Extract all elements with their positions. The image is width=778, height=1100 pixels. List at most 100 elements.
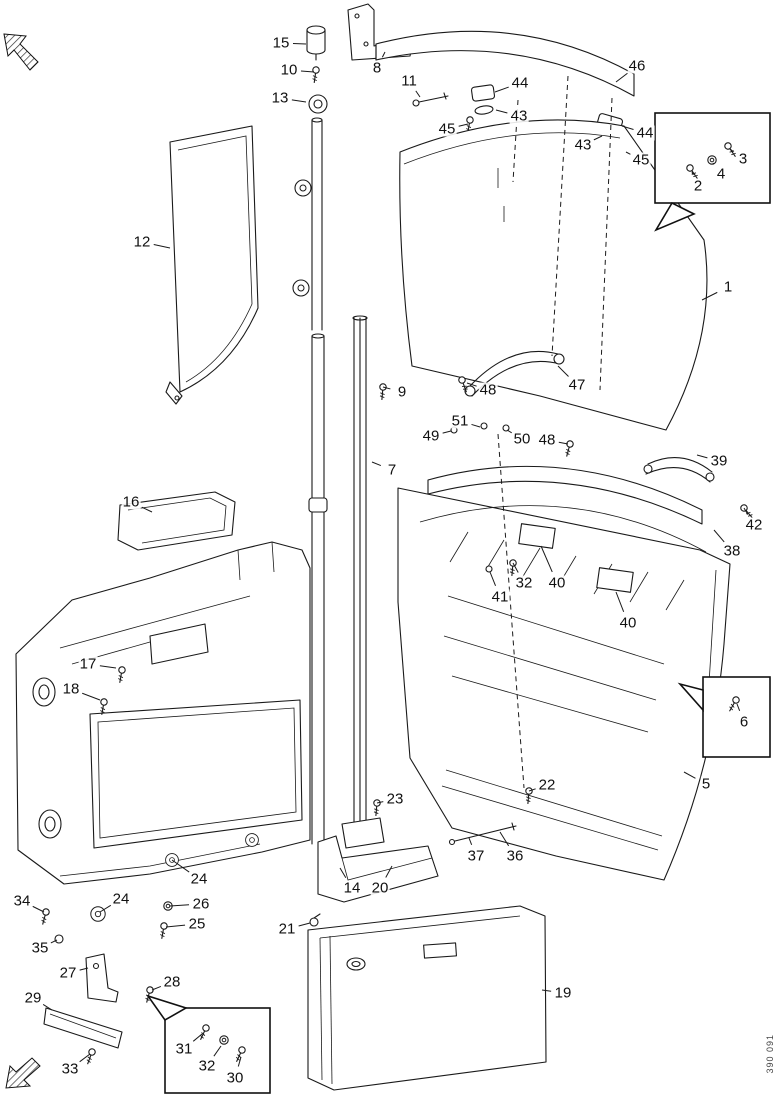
leader-line-5: [683, 771, 696, 779]
leader-line-16: [141, 506, 153, 513]
rear-channel-post: [341, 315, 385, 849]
callout-20: 20: [370, 879, 390, 897]
left-window-panel: [165, 125, 259, 405]
callout-40: 40: [618, 614, 638, 632]
leader-line-44: [494, 86, 509, 93]
callout-29: 29: [23, 989, 43, 1007]
leader-line-43: [495, 109, 508, 114]
leader-line-44: [621, 125, 634, 130]
callout-42: 42: [744, 516, 764, 534]
callout-49: 49: [421, 427, 441, 445]
leader-line-24: [171, 859, 190, 873]
callout-14: 14: [342, 879, 362, 897]
callout-22: 22: [537, 776, 557, 794]
leader-line-39: [696, 454, 708, 459]
callout-34: 34: [12, 892, 32, 910]
leader-line-31: [192, 1033, 203, 1042]
right-side-panel: [397, 487, 731, 881]
callout-18: 18: [61, 680, 81, 698]
callout-46: 46: [627, 57, 647, 75]
leader-line-36: [499, 831, 510, 847]
callout-10: 10: [279, 61, 299, 79]
leader-line-18: [82, 692, 101, 701]
leader-line-50: [506, 429, 512, 434]
leader-line-34: [32, 905, 45, 913]
callout-11: 11: [400, 72, 418, 90]
leader-line-14: [339, 867, 347, 878]
leader-line-26: [169, 904, 190, 907]
wiper-motor: [306, 25, 326, 84]
callout-27: 27: [58, 964, 78, 982]
leader-line-1: [701, 291, 718, 301]
leader-line-35: [50, 939, 58, 944]
callout-28: 28: [162, 973, 182, 991]
callout-23: 23: [385, 790, 405, 808]
leader-line-46: [615, 72, 628, 83]
callout-24: 24: [189, 870, 209, 888]
callout-45: 45: [631, 151, 651, 169]
leader-line-48: [558, 441, 569, 445]
callout-9: 9: [396, 383, 408, 401]
callout-13: 13: [270, 89, 290, 107]
top-bracket: [347, 3, 413, 61]
callout-26: 26: [191, 895, 211, 913]
callout-43: 43: [573, 136, 593, 154]
panel-top-rail: [427, 457, 756, 525]
leader-line-11: [415, 90, 421, 98]
leader-line-40: [540, 545, 553, 573]
callout-43: 43: [509, 107, 529, 125]
front-post: [308, 333, 388, 845]
leader-line-10: [300, 70, 315, 73]
leader-line-48: [466, 382, 477, 387]
callout-50: 50: [512, 430, 532, 448]
leader-line-42: [743, 507, 749, 515]
leader-line-3: [729, 148, 734, 153]
callout-8: 8: [371, 59, 383, 77]
leader-line-37: [468, 837, 473, 845]
fastener-detail-box-bottom-left: [145, 994, 271, 1094]
leader-line-40: [615, 591, 625, 612]
callout-39: 39: [709, 452, 729, 470]
callout-17: 17: [78, 655, 98, 673]
callout-1: 1: [722, 278, 734, 296]
leader-line-24: [99, 904, 112, 913]
callout-32: 32: [197, 1057, 217, 1075]
fastener-detail-box-top-right: [654, 112, 771, 232]
callout-2: 2: [692, 177, 704, 195]
leader-line-19: [541, 989, 552, 992]
leader-line-17: [99, 665, 117, 669]
leader-line-32: [213, 1045, 222, 1057]
callout-36: 36: [505, 847, 525, 865]
leader-line-27: [79, 967, 89, 971]
document-code: 390 091: [765, 1034, 775, 1074]
callout-5: 5: [700, 775, 712, 793]
callout-15: 15: [271, 34, 291, 52]
lower-left-direction-arrow: [5, 1057, 41, 1089]
leader-line-22: [528, 788, 536, 792]
callout-21: 21: [277, 920, 297, 938]
leader-line-29: [42, 1003, 53, 1011]
leader-line-12: [153, 244, 171, 249]
callout-31: 31: [174, 1040, 194, 1058]
callout-45: 45: [437, 120, 457, 138]
leader-line-15: [292, 42, 307, 45]
callout-3: 3: [737, 150, 749, 168]
leader-line-13: [291, 99, 307, 103]
door-panel: [307, 905, 547, 1091]
leader-line-38: [713, 529, 725, 543]
leader-line-45: [625, 151, 631, 155]
callout-40: 40: [547, 574, 567, 592]
callout-16: 16: [121, 493, 141, 511]
clamp-set-right: [596, 113, 631, 166]
leader-line-4: [712, 162, 715, 165]
callout-47: 47: [567, 376, 587, 394]
callout-32: 32: [514, 574, 534, 592]
callout-51: 51: [450, 412, 470, 430]
callout-24: 24: [111, 890, 131, 908]
leader-line-28: [151, 985, 162, 991]
callout-33: 33: [60, 1060, 80, 1078]
leader-line-6: [736, 703, 741, 711]
